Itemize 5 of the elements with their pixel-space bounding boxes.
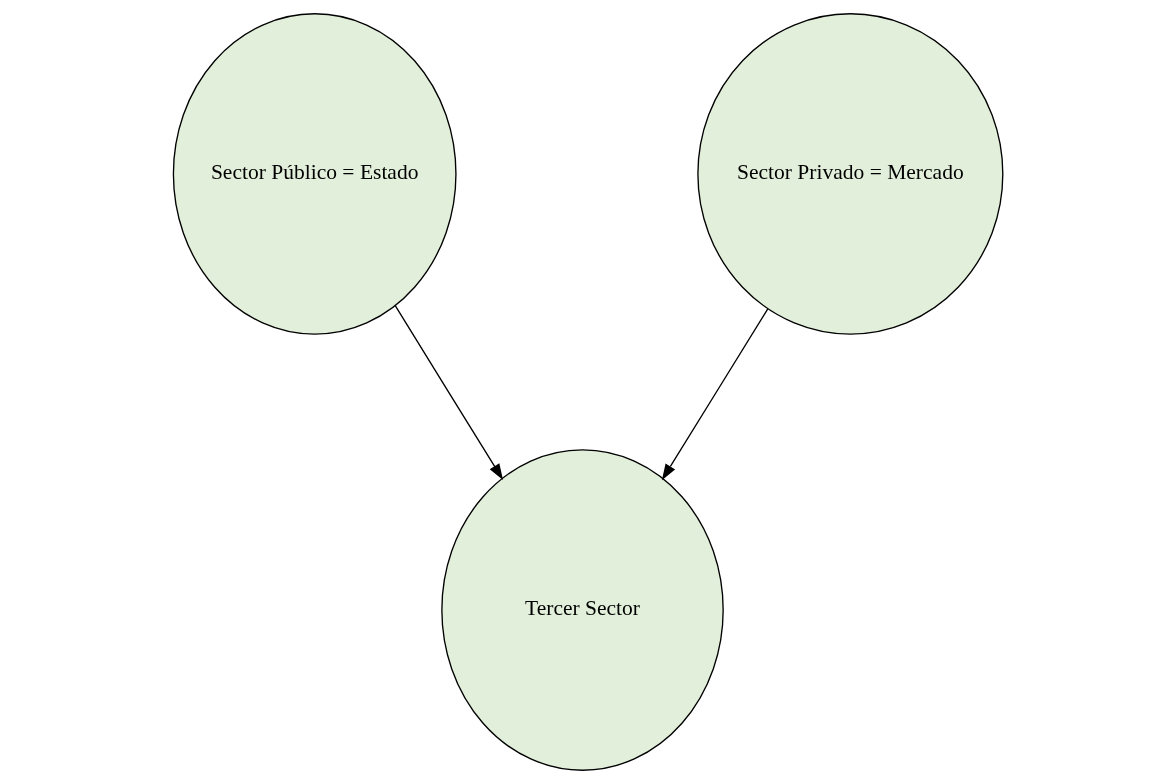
node-circle: Sector Privado = Mercado bbox=[696, 13, 1003, 335]
node-ellipse: Sector Público = Estado bbox=[172, 13, 457, 335]
arrow bbox=[394, 305, 503, 481]
node-ellipse: Tercer Sector bbox=[440, 449, 724, 771]
arrow bbox=[661, 308, 768, 481]
